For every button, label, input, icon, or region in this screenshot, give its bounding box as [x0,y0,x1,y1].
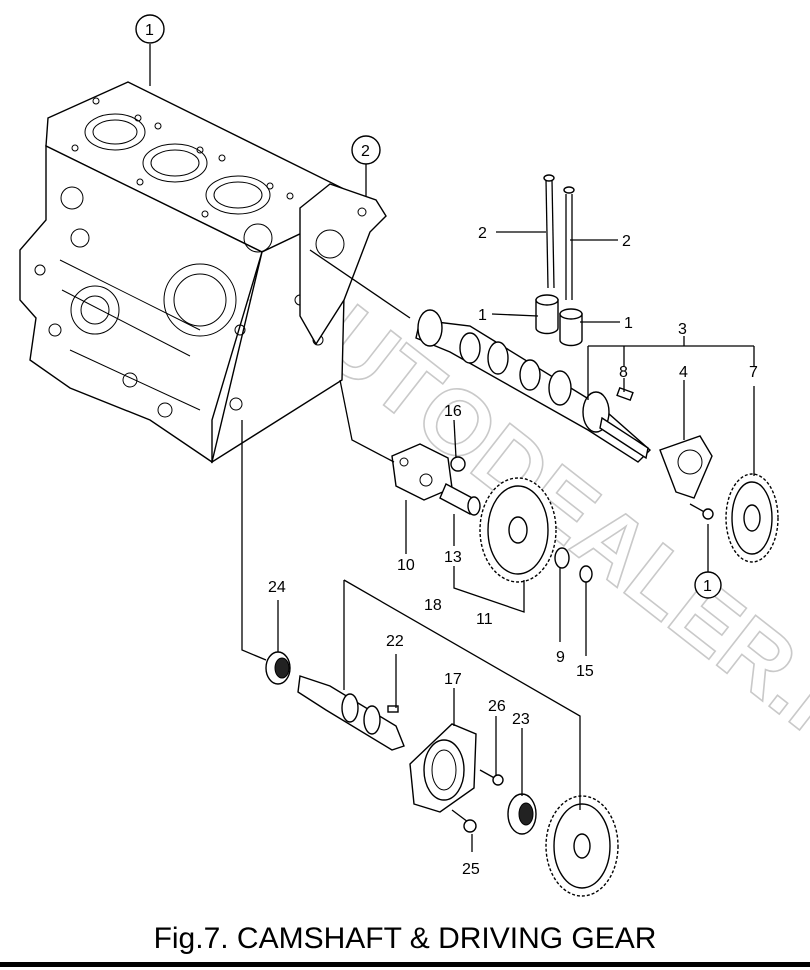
callout-26: 26 [488,698,506,715]
callout-22: 22 [386,633,404,650]
callout-17: 17 [444,671,462,688]
figure-caption: Fig.7. CAMSHAFT & DRIVING GEAR [153,922,657,955]
snap-ring-15 [579,565,593,583]
cylinder-block [19,81,387,464]
callout-1-right: 1 [624,315,633,332]
callout-16: 16 [444,403,462,420]
camshaft-gear [725,473,779,563]
drive-gear [545,795,619,897]
bolt-25 [451,809,477,833]
bolt-1 [689,503,714,520]
callout-18: 18 [424,597,442,614]
thrust-plate [659,435,713,499]
callout-15: 15 [576,663,594,680]
camshaft [415,309,652,463]
callout-2-left: 2 [478,225,487,242]
tappets [535,294,583,347]
key-22 [387,705,399,713]
bearing-holder-17 [409,723,477,813]
callout-13: 13 [444,549,462,566]
callout-1-left: 1 [478,307,487,324]
callout-24: 24 [268,579,286,596]
callout-4: 4 [679,364,688,381]
callout-circle-2: 2 [361,143,370,160]
bearing-23 [507,793,537,835]
push-rods [543,174,575,300]
callout-circle-1b: 1 [703,578,712,595]
washer-9 [554,547,570,569]
callout-25: 25 [462,861,480,878]
callout-11: 11 [476,611,493,628]
callout-labels: 1 2 1 2 2 1 1 3 8 4 7 16 10 13 11 9 15 2… [145,22,758,878]
circled-callouts [135,14,722,599]
callout-10: 10 [397,557,415,574]
bolt-26 [479,769,504,786]
callout-7: 7 [749,364,758,381]
nut-16 [450,456,466,472]
callout-9: 9 [556,649,565,666]
callout-8: 8 [619,364,628,381]
idle-gear [479,477,557,583]
drive-shaft [297,675,405,751]
bottom-rule [0,962,810,967]
callout-circle-1: 1 [145,22,154,39]
callout-3: 3 [678,321,687,338]
callout-2-right: 2 [622,233,631,250]
leader-lines [149,44,755,852]
bearing-24 [265,651,291,685]
callout-23: 23 [512,711,530,728]
bushing-13 [439,483,481,516]
